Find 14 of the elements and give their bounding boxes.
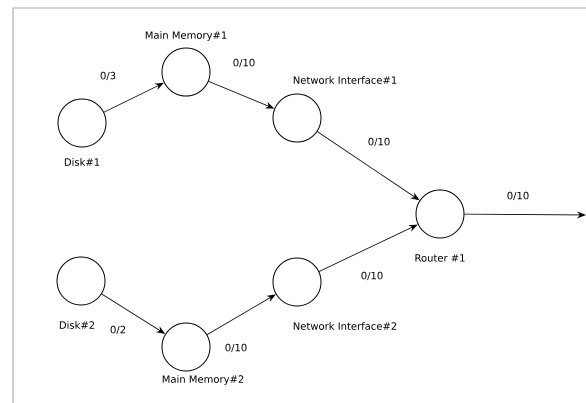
node-label: Network Interface#2 [294,322,396,330]
edge-label: 0/3 [98,70,118,82]
node-label: Disk#1 [64,158,100,166]
node-label: Main Memory#1 [146,31,226,41]
edge-label: 0/10 [366,136,392,148]
node-label: Network Interface#1 [294,76,396,84]
node-label: Main Memory#2 [162,375,244,385]
edge-label: 0/10 [232,58,256,68]
edge-label: 0/10 [360,270,384,282]
node-label: Disk#2 [60,321,94,329]
edge-label: 0/10 [224,342,248,354]
edge-label: 0/10 [506,190,530,202]
edge-label: 0/2 [108,324,128,336]
node-label: Router #1 [415,254,465,262]
